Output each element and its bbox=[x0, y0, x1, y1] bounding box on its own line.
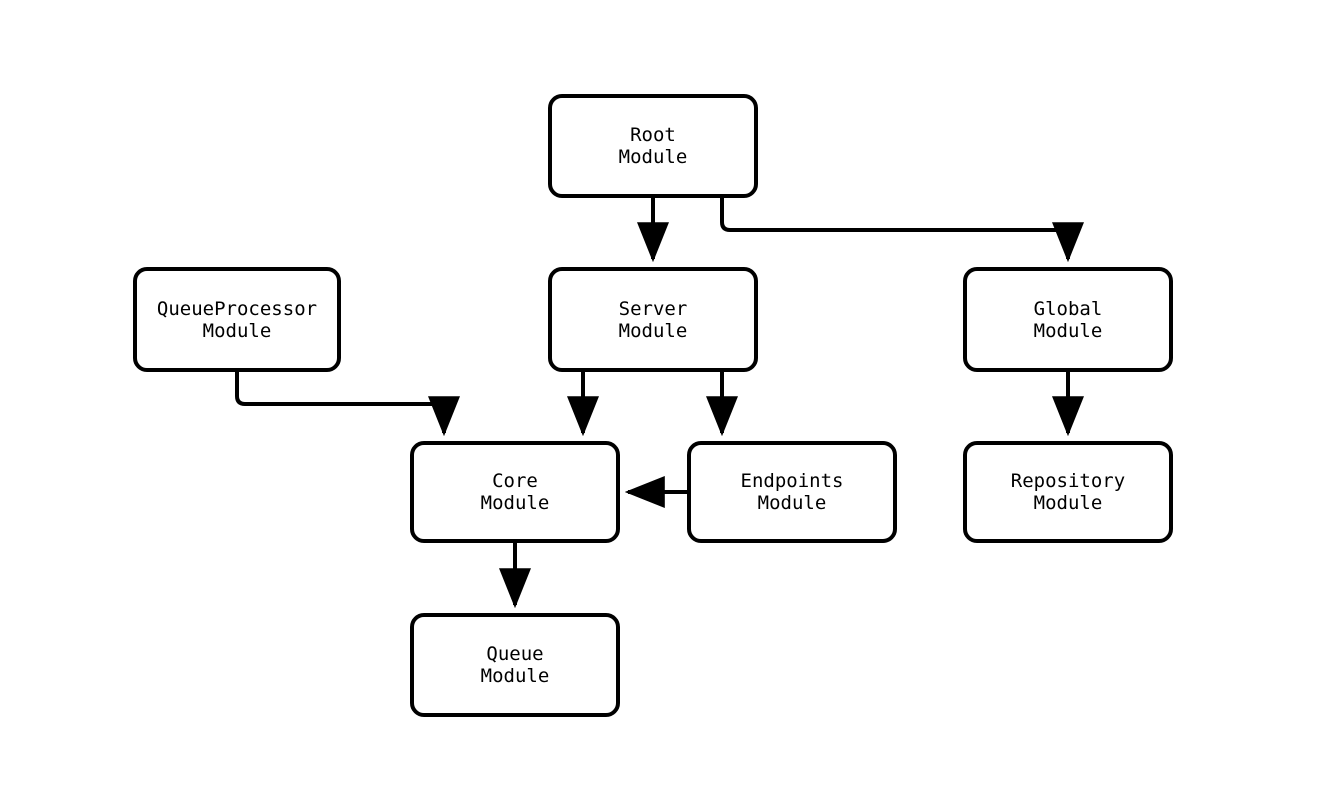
node-root-module-line2: Module bbox=[618, 146, 688, 168]
node-global-module[interactable]: Global Module bbox=[963, 267, 1173, 372]
node-queueprocessor-module-line2: Module bbox=[202, 319, 272, 342]
node-core-module-line1: Core bbox=[492, 470, 538, 492]
node-repository-module-line2: Module bbox=[1033, 492, 1103, 514]
node-global-module-line2: Module bbox=[1033, 319, 1103, 342]
node-server-module-line2: Module bbox=[618, 319, 688, 342]
node-server-module-line1: Server bbox=[618, 297, 688, 320]
node-repository-module[interactable]: Repository Module bbox=[963, 441, 1173, 543]
node-queueprocessor-module-line1: QueueProcessor bbox=[156, 297, 318, 320]
node-root-module-line1: Root bbox=[630, 124, 676, 146]
edge-queueprocessor-to-core bbox=[235, 372, 460, 437]
node-endpoints-module-line2: Module bbox=[757, 492, 827, 514]
node-queue-module-line2: Module bbox=[480, 665, 550, 687]
node-repository-module-line1: Repository bbox=[1010, 470, 1126, 492]
node-server-module[interactable]: Server Module bbox=[548, 267, 758, 372]
node-endpoints-module[interactable]: Endpoints Module bbox=[687, 441, 897, 543]
node-root-module[interactable]: Root Module bbox=[548, 94, 758, 198]
node-core-module[interactable]: Core Module bbox=[410, 441, 620, 543]
node-global-module-line1: Global bbox=[1033, 297, 1103, 320]
node-queue-module-line1: Queue bbox=[486, 643, 544, 665]
node-queueprocessor-module[interactable]: QueueProcessor Module bbox=[133, 267, 341, 372]
edge-root-to-global bbox=[720, 198, 1084, 263]
node-endpoints-module-line1: Endpoints bbox=[740, 470, 844, 492]
node-queue-module[interactable]: Queue Module bbox=[410, 613, 620, 717]
node-core-module-line2: Module bbox=[480, 492, 550, 514]
